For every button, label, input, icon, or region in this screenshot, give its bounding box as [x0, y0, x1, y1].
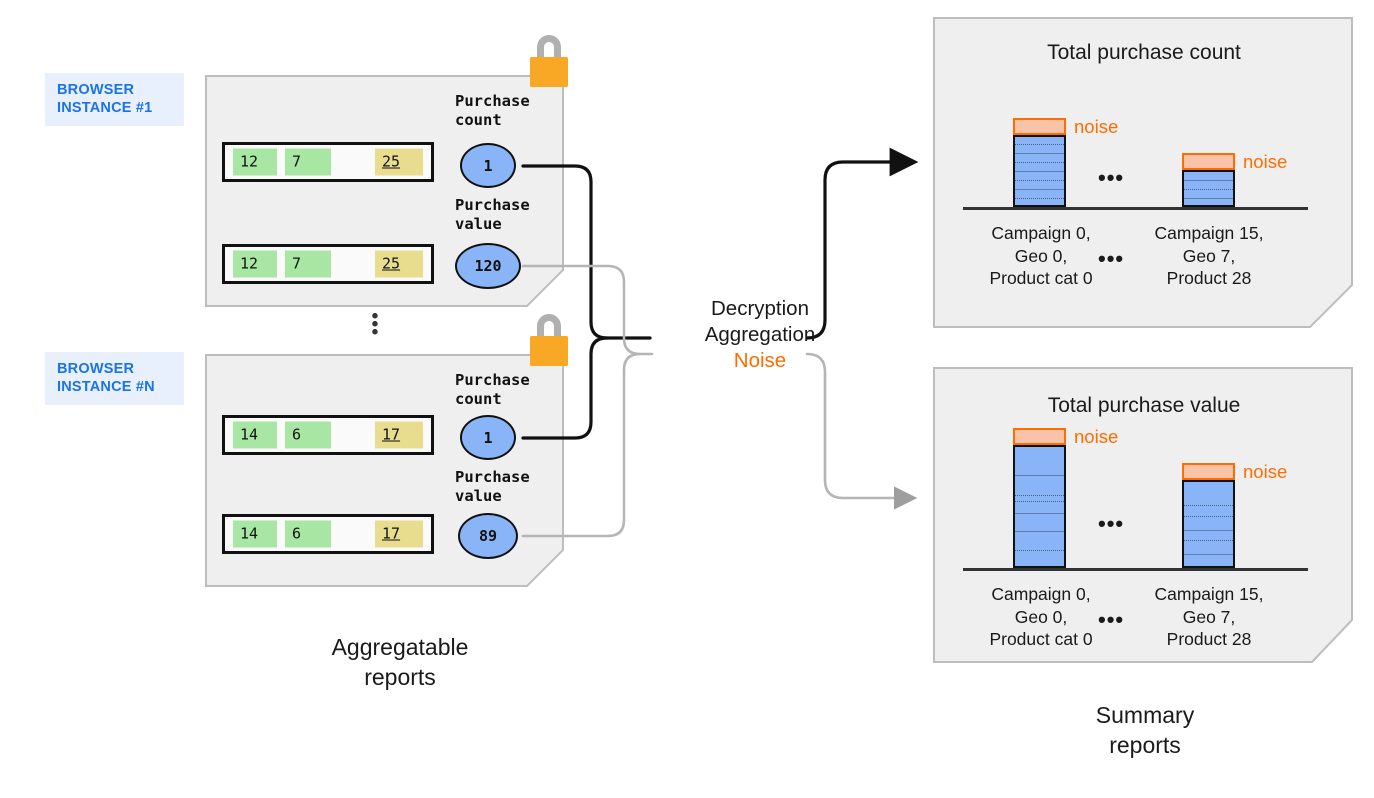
report-cell: 14	[233, 421, 277, 449]
category-label-0: Campaign 0, Geo 0, Product cat 0	[989, 223, 1093, 288]
bar-campaign-15	[1182, 480, 1235, 568]
aggregatable-report-row: 12 7 25	[222, 142, 434, 182]
noise-label: noise	[1243, 461, 1288, 482]
arrow-to-count-panel	[805, 147, 919, 340]
connector-count-n	[521, 336, 609, 440]
browser-instance-1-tag: BROWSER INSTANCE #1	[45, 73, 184, 126]
purchase-value-bubble: 120	[455, 243, 521, 289]
report-cell-value: 25	[382, 152, 401, 171]
noise-segment	[1013, 428, 1066, 445]
lock-icon	[530, 314, 568, 366]
noise-label: noise	[1243, 151, 1288, 172]
aggregatable-reports-caption: Aggregatable reports	[331, 634, 469, 690]
noise-text: Noise	[733, 349, 787, 372]
aggregatable-report-row: 14 6 17	[222, 415, 434, 455]
chart-ellipsis: •••	[1098, 511, 1125, 536]
arrow-to-value-panel	[805, 352, 918, 510]
noise-label: noise	[1074, 116, 1119, 137]
connector-value-n	[521, 352, 642, 538]
noise-label: noise	[1074, 426, 1119, 447]
noise-segment	[1013, 118, 1066, 135]
aggregatable-report-row: 12 7 25	[222, 244, 434, 284]
connector-value-1	[521, 264, 654, 356]
aggregation-text: Aggregation	[704, 323, 816, 346]
category-label-0: Campaign 0, Geo 0, Product cat 0	[989, 584, 1093, 649]
summary-panel-count	[933, 17, 1353, 328]
bar-campaign-15	[1182, 170, 1235, 207]
summary-reports-caption: Summary reports	[1095, 702, 1195, 758]
aggregatable-report-row: 14 6 17	[222, 514, 434, 554]
decryption-text: Decryption	[711, 297, 809, 320]
category-ellipsis: •••	[1098, 246, 1125, 271]
bar-campaign-0	[1013, 135, 1066, 207]
processing-stage-label: Decryption Aggregation Noise	[660, 296, 860, 374]
chart-ellipsis: •••	[1098, 165, 1125, 190]
report-cell: 12	[233, 250, 277, 278]
purchase-count-bubble: 1	[460, 415, 516, 460]
report-cell-value: 25	[382, 254, 401, 273]
report-cell: 14	[233, 520, 277, 548]
lock-icon	[530, 35, 568, 87]
purchase-count-bubble: 1	[460, 143, 516, 188]
chart-baseline	[963, 568, 1308, 571]
connector-count-1	[521, 164, 652, 340]
bar-campaign-0	[1013, 445, 1066, 568]
report-cell: 6	[285, 421, 331, 449]
report-cell: 7	[285, 250, 331, 278]
report-cell-underlined: 17	[375, 520, 423, 548]
browser-instance-n-tag: BROWSER INSTANCE #N	[45, 352, 184, 405]
noise-segment	[1182, 463, 1235, 480]
purchase-count-label: Purchase count	[455, 92, 530, 129]
purchase-count-label: Purchase count	[455, 371, 530, 408]
category-label-1: Campaign 15, Geo 7, Product 28	[1154, 223, 1264, 288]
category-label-1: Campaign 15, Geo 7, Product 28	[1154, 584, 1264, 649]
report-cell-value: 17	[382, 524, 401, 543]
report-cell-underlined: 25	[375, 148, 423, 176]
report-cell: 12	[233, 148, 277, 176]
report-cell-value: 17	[382, 425, 401, 444]
report-cell-underlined: 25	[375, 250, 423, 278]
chart-title-purchase-value: Total purchase value	[1047, 394, 1241, 417]
chart-title-purchase-count: Total purchase count	[1047, 41, 1241, 64]
purchase-value-label: Purchase value	[455, 468, 530, 505]
purchase-value-label: Purchase value	[455, 196, 530, 233]
noise-segment	[1182, 153, 1235, 170]
report-cell: 6	[285, 520, 331, 548]
chart-baseline	[963, 207, 1308, 210]
report-cell: 7	[285, 148, 331, 176]
purchase-value-bubble: 89	[458, 513, 518, 559]
report-cell-underlined: 17	[375, 421, 423, 449]
vertical-ellipsis: •••	[371, 306, 379, 343]
category-ellipsis: •••	[1098, 607, 1125, 632]
